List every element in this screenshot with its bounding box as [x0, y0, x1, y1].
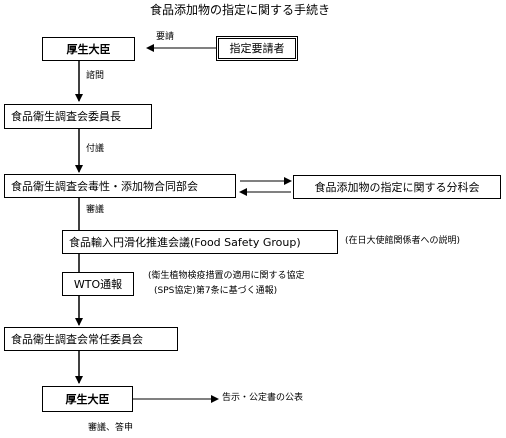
- diagram-title: 食品添加物の指定に関する手続き: [150, 3, 331, 17]
- deliberate-label: 審議: [86, 205, 105, 215]
- minister-box-top: 厚生大臣: [42, 37, 135, 61]
- sps-note-line2: (SPS協定)第7条に基づく通報): [154, 286, 278, 296]
- report-label: 審議、答申: [88, 423, 134, 433]
- sps-note-line1: (衛生植物検疫措置の適用に関する協定: [148, 271, 305, 281]
- embassy-note: (在日大使館関係者への説明): [345, 236, 461, 246]
- joint-committee-box: 食品衛生調査会毒性・添加物合同部会: [4, 174, 236, 198]
- refer-label: 付議: [86, 144, 105, 154]
- consult-label: 諮問: [86, 71, 105, 81]
- standing-committee-box: 食品衛生調査会常任委員会: [4, 327, 178, 351]
- requester-box: 指定要請者: [216, 36, 298, 61]
- fsg-box: 食品輸入円滑化推進会議(Food Safety Group): [62, 230, 338, 254]
- wto-box: WTO通報: [62, 272, 134, 296]
- notice-label: 告示・公定書の公表: [222, 393, 304, 403]
- council-chair-box: 食品衛生調査会委員長: [4, 104, 152, 129]
- subcommittee-box: 食品添加物の指定に関する分科会: [293, 175, 501, 199]
- request-label: 要請: [156, 32, 175, 42]
- minister-box-bottom: 厚生大臣: [42, 386, 133, 412]
